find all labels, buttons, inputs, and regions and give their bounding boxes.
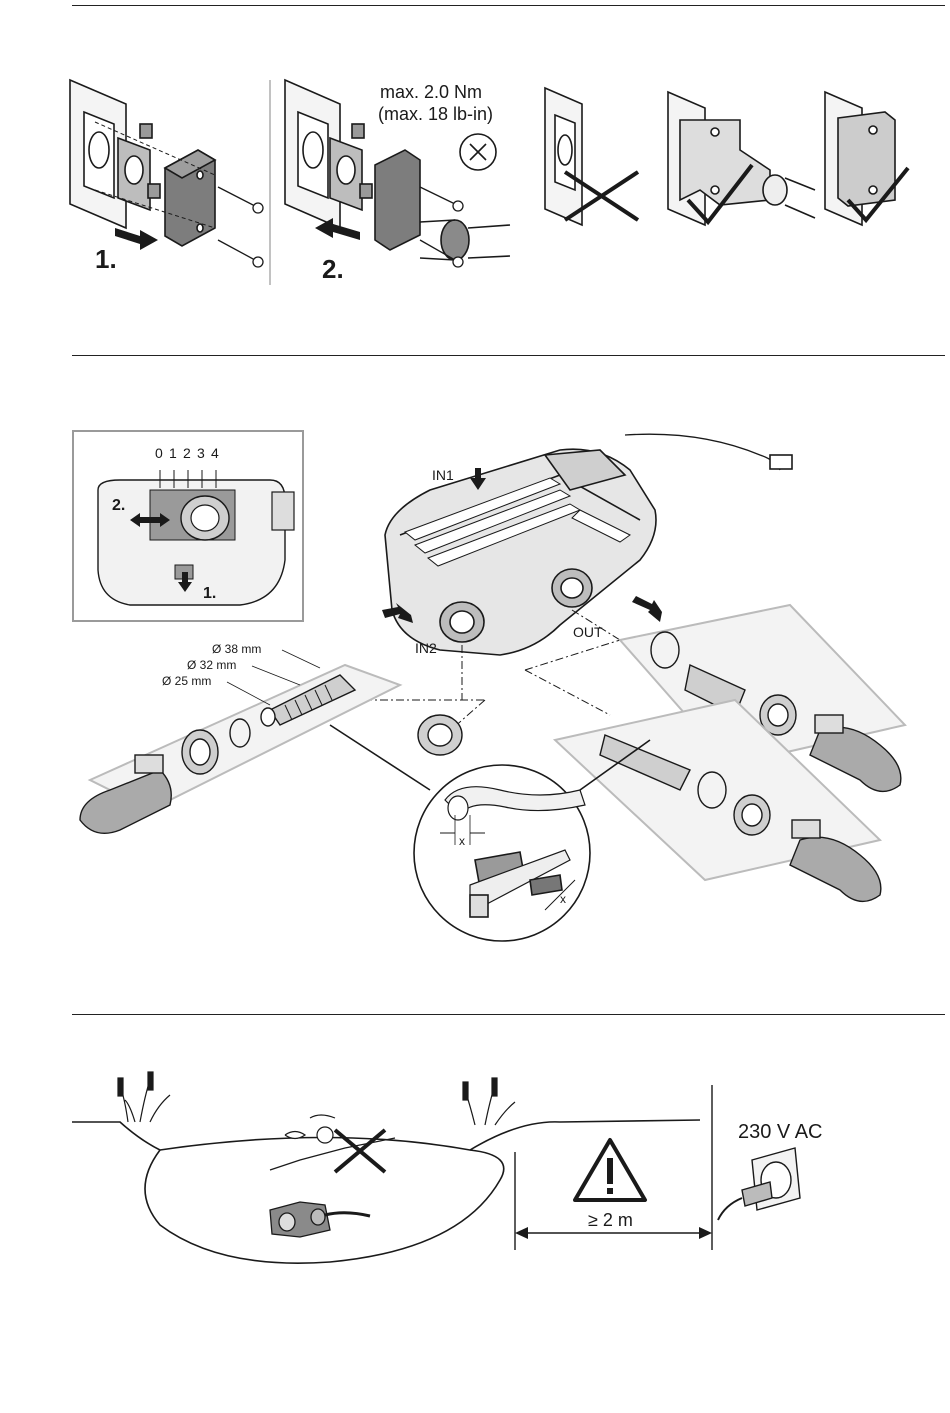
voltage-label: 230 V AC xyxy=(738,1121,823,1143)
distance-label: ≥ 2 m xyxy=(588,1210,633,1230)
power-socket xyxy=(718,1148,800,1220)
scale-2: 2 xyxy=(183,445,191,461)
torque-imperial-label: (max. 18 lb-in) xyxy=(378,104,493,124)
distance-arrow-right xyxy=(699,1227,712,1239)
power-plug xyxy=(770,455,792,469)
safety-illustration: ≥ 2 m 230 V AC xyxy=(0,1030,950,1290)
torque-label: max. 2.0 Nm xyxy=(380,82,482,102)
inset-step-2: 2. xyxy=(112,497,125,514)
out-arrow-icon xyxy=(632,596,662,622)
safety-section: ≥ 2 m 230 V AC xyxy=(0,1030,950,1290)
swimmer xyxy=(270,1115,395,1170)
no-swimming-icon xyxy=(335,1130,385,1172)
cut-length-label-1: x xyxy=(459,834,465,848)
separator-bottom xyxy=(72,1014,945,1015)
out-label: OUT xyxy=(573,624,603,640)
scale-1: 1 xyxy=(169,445,177,461)
in1-label: IN1 xyxy=(432,467,454,483)
mounting-illustration: 1. 2. max. 2.0 Nm (max. 18 lb-in) xyxy=(0,0,950,350)
diameter-32-label: Ø 32 mm xyxy=(187,658,236,672)
in2-label: IN2 xyxy=(415,640,437,656)
push-arrow-1 xyxy=(115,228,158,250)
step-1-label: 1. xyxy=(95,244,117,274)
warning-icon xyxy=(575,1140,645,1200)
scale-0: 0 xyxy=(155,445,163,461)
diameter-25-label: Ø 25 mm xyxy=(162,674,211,688)
union-nut xyxy=(418,715,462,755)
connection-illustration: 0 1 2 3 4 2. 1. IN1 IN2 OUT xyxy=(0,360,950,1010)
inlet-kit-panel xyxy=(80,665,400,833)
scale-4: 4 xyxy=(211,445,219,461)
reeds-left xyxy=(118,1072,170,1122)
diameter-38-label: Ø 38 mm xyxy=(212,642,261,656)
submerged-pump xyxy=(270,1202,370,1237)
scale-3: 3 xyxy=(197,445,205,461)
step-2-label: 2. xyxy=(322,254,344,284)
screws-1 xyxy=(218,187,263,267)
distance-arrow-left xyxy=(515,1227,528,1239)
mounting-section: 1. 2. max. 2.0 Nm (max. 18 lb-in) xyxy=(0,0,950,350)
cut-length-label-2: x xyxy=(560,892,566,906)
flow-control-inset: 0 1 2 3 4 2. 1. xyxy=(73,431,303,621)
reeds-right xyxy=(463,1078,515,1125)
wall-plate-wrong xyxy=(545,88,582,225)
separator-middle xyxy=(72,355,945,356)
torque-screw-icon xyxy=(460,134,496,170)
connection-section: 0 1 2 3 4 2. 1. IN1 IN2 OUT xyxy=(0,360,950,1010)
inset-step-1: 1. xyxy=(203,585,216,602)
cover-block-1 xyxy=(165,150,215,246)
wall-plate-correct-2 xyxy=(825,92,895,225)
